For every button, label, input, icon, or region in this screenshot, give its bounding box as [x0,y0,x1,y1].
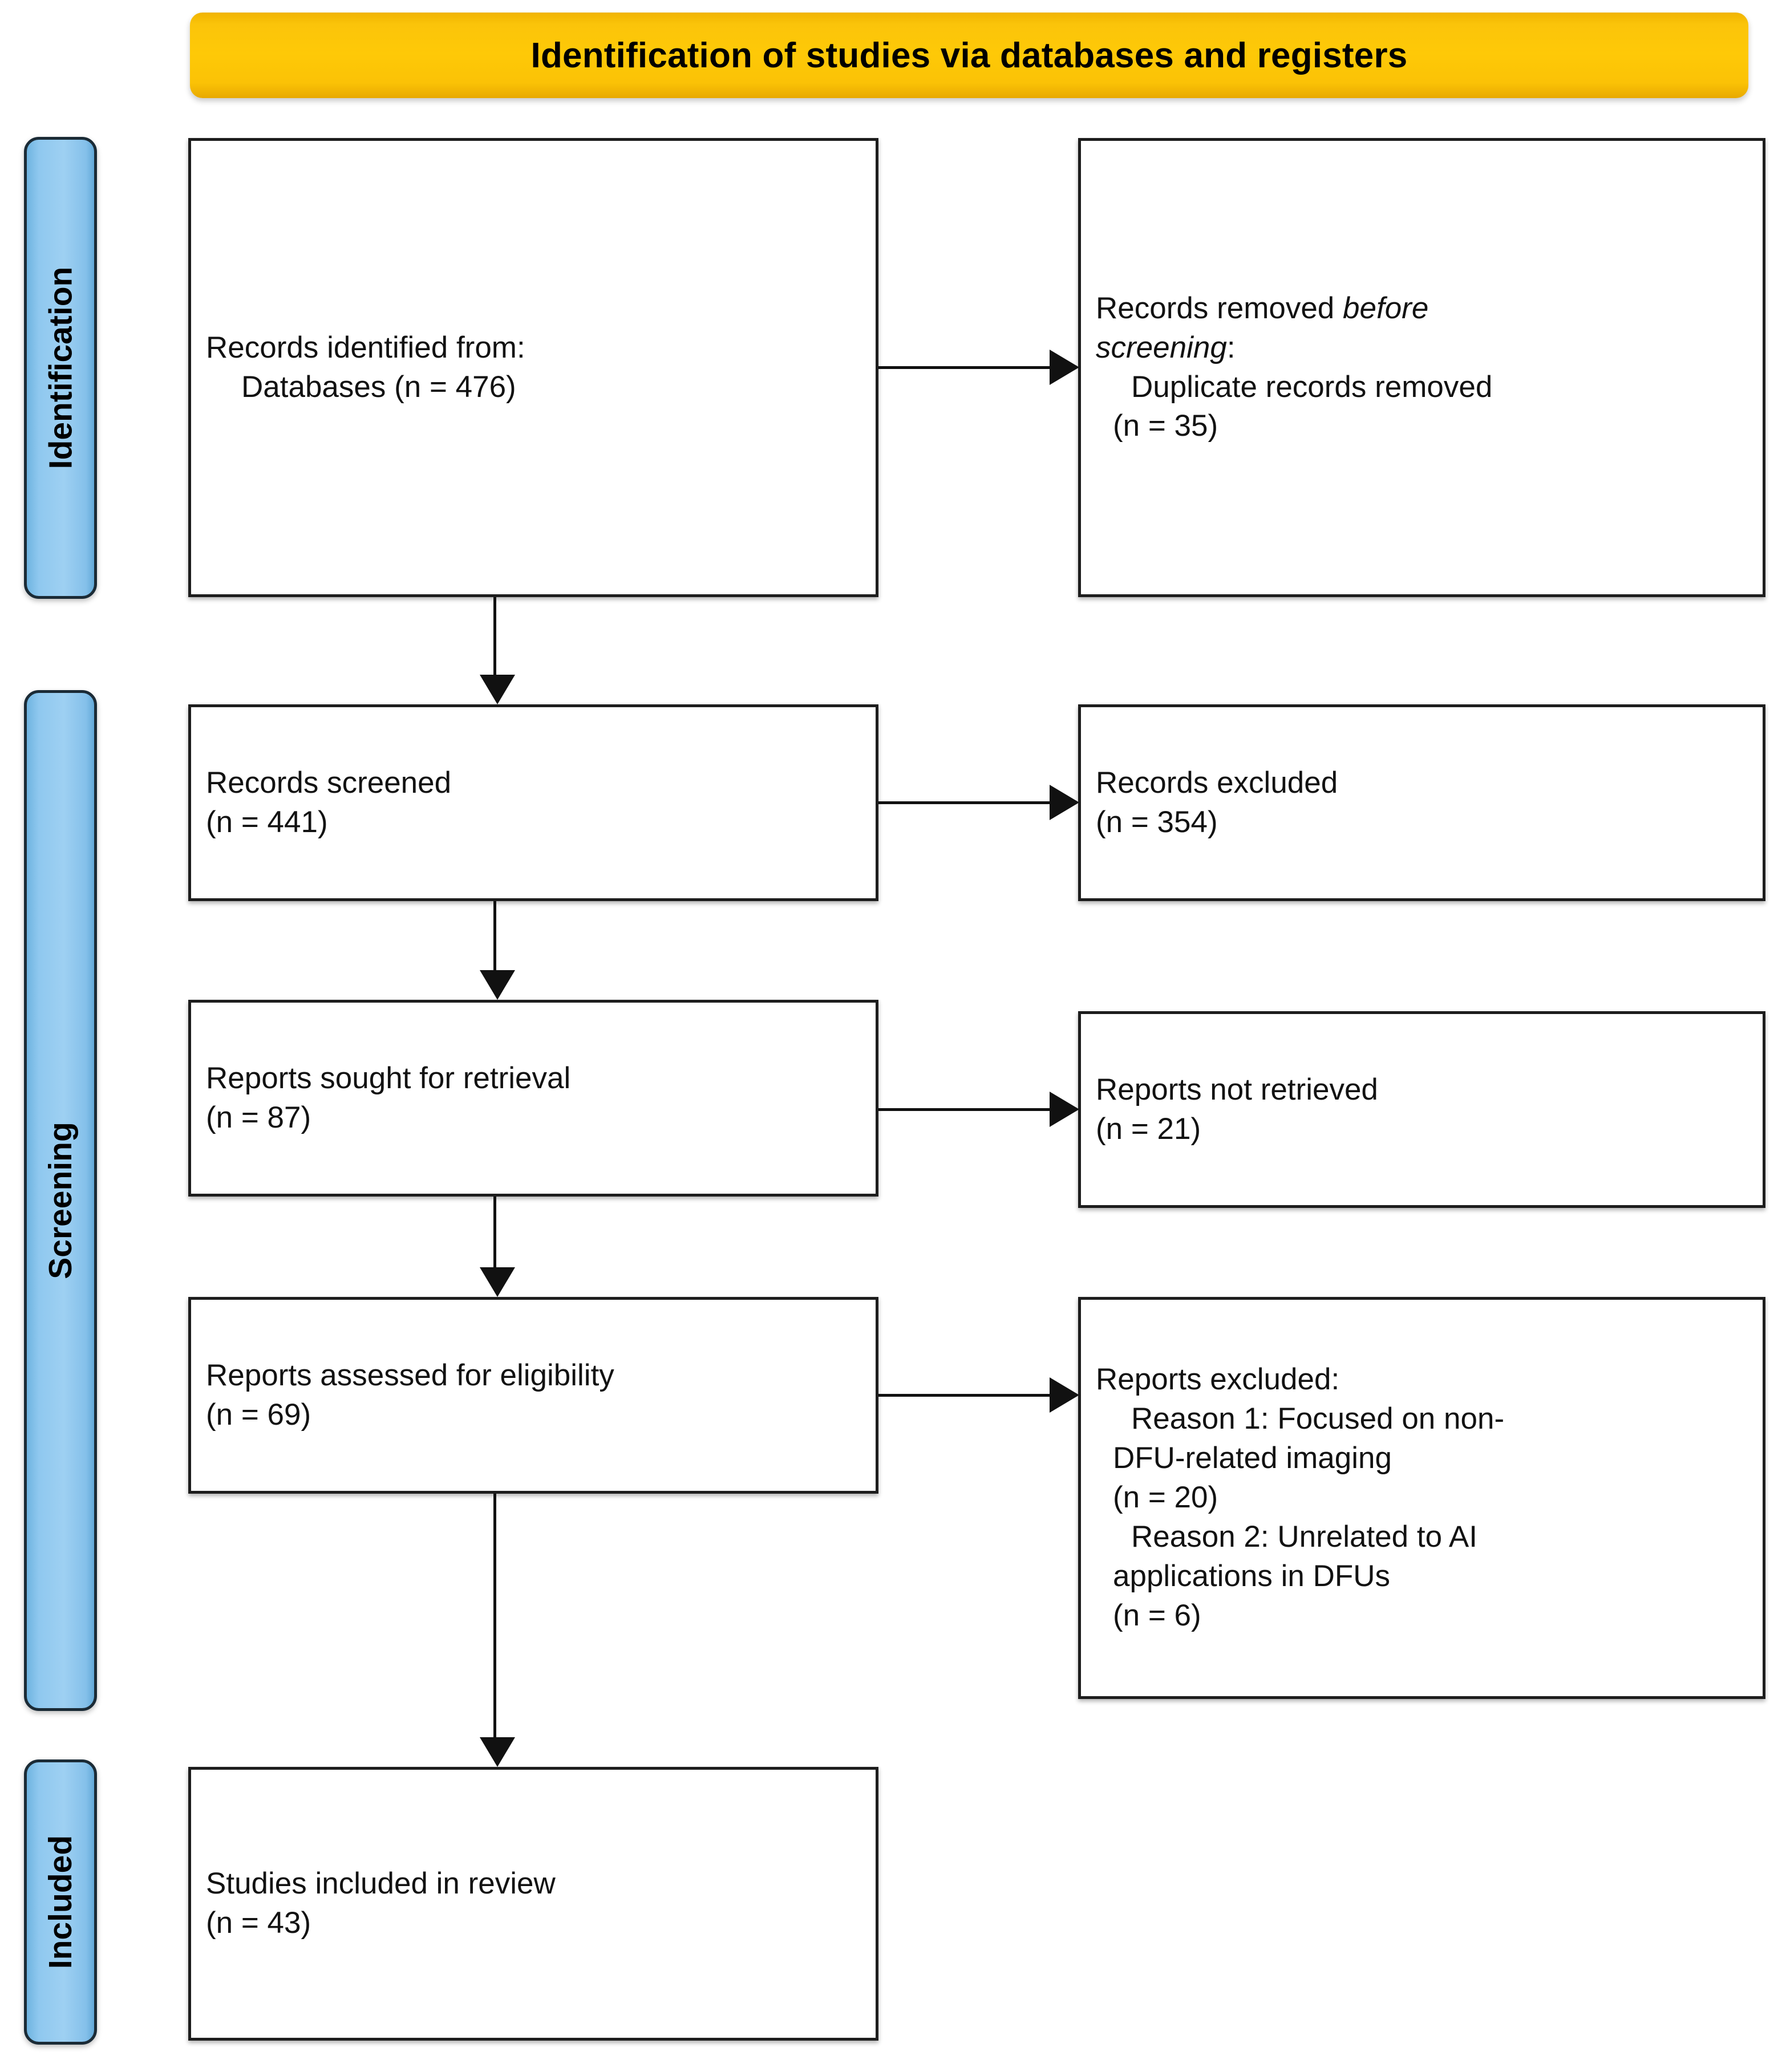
records-removed-line-1: Records removed before [1096,289,1748,329]
connector-screened-to-sought-arrowhead [480,970,515,1000]
connector-sought-to-notretrieved-arrowhead [1050,1092,1079,1127]
connector-screened-to-excluded-arrowhead [1050,785,1079,820]
box-reports-sought: Reports sought for retrieval (n = 87) [188,1000,878,1197]
reports-excluded-line-1: Reports excluded: [1096,1363,1340,1397]
records-excluded-line-1: Records excluded [1096,765,1338,800]
records-removed-line-2: screening: [1096,329,1748,368]
box-records-excluded-body: Records excluded (n = 354) [1081,764,1763,842]
box-records-removed-body: Records removed before screening: Duplic… [1081,289,1763,447]
box-records-identified: Records identified from: Databases (n = … [188,138,878,597]
box-records-screened: Records screened (n = 441) [188,704,878,901]
studies-included-line-2: (n = 43) [206,1906,311,1940]
connector-identified-to-removed-line [878,366,1050,369]
reports-sought-line-2: (n = 87) [206,1100,311,1134]
connector-identified-to-screened-arrowhead [480,675,515,704]
phase-label-included: Included [24,1759,97,2045]
records-identified-line-2: Databases (n = 476) [241,370,516,404]
records-screened-line-2: (n = 441) [206,805,328,839]
box-studies-included-body: Studies included in review (n = 43) [191,1864,876,1943]
reports-excluded-reason-2-cont: applications in DFUs [1113,1559,1391,1593]
connector-assessed-to-included-arrowhead [480,1737,515,1767]
box-records-removed: Records removed before screening: Duplic… [1078,138,1765,597]
connector-assessed-to-excluded-arrowhead [1050,1377,1079,1413]
records-removed-line-2-post: : [1226,330,1236,364]
box-reports-sought-body: Reports sought for retrieval (n = 87) [191,1059,876,1138]
phase-label-identification-text: Identification [42,266,79,469]
banner-title: Identification of studies via databases … [530,35,1408,75]
connector-assessed-to-excluded-line [878,1394,1050,1397]
box-studies-included: Studies included in review (n = 43) [188,1767,878,2041]
reports-assessed-line-1: Reports assessed for eligibility [206,1358,614,1392]
records-identified-line-1: Records identified from: [206,330,525,364]
box-reports-not-retrieved: Reports not retrieved (n = 21) [1078,1011,1765,1208]
box-reports-not-retrieved-body: Reports not retrieved (n = 21) [1081,1071,1763,1149]
reports-sought-line-1: Reports sought for retrieval [206,1061,571,1095]
records-removed-line-4: (n = 35) [1113,409,1218,443]
reports-excluded-reason-1: Reason 1: Focused on non- [1131,1402,1505,1436]
phase-label-included-text: Included [42,1835,79,1969]
box-records-excluded: Records excluded (n = 354) [1078,704,1765,901]
records-removed-line-1-pre: Records removed [1096,291,1343,325]
reports-not-retrieved-line-1: Reports not retrieved [1096,1072,1378,1106]
box-records-screened-body: Records screened (n = 441) [191,764,876,842]
reports-excluded-reason-2-count: (n = 6) [1113,1598,1201,1632]
connector-screened-to-excluded-line [878,801,1050,804]
connector-sought-to-notretrieved-line [878,1108,1050,1111]
banner-identification-header: Identification of studies via databases … [190,13,1748,98]
reports-excluded-reason-2: Reason 2: Unrelated to AI [1131,1519,1477,1554]
phase-label-screening: Screening [24,690,97,1711]
records-removed-line-3: Duplicate records removed [1131,370,1493,404]
reports-not-retrieved-line-2: (n = 21) [1096,1112,1201,1146]
phase-label-screening-text: Screening [42,1122,79,1279]
studies-included-line-1: Studies included in review [206,1867,556,1901]
connector-screened-to-sought-line [493,901,496,970]
reports-assessed-line-2: (n = 69) [206,1397,311,1432]
connector-assessed-to-included-line [493,1494,496,1737]
connector-identified-to-removed-arrowhead [1050,350,1079,385]
box-reports-excluded-body: Reports excluded: Reason 1: Focused on n… [1081,1360,1763,1635]
box-reports-assessed-body: Reports assessed for eligibility (n = 69… [191,1356,876,1435]
phase-label-identification: Identification [24,137,97,599]
reports-excluded-reason-1-cont: DFU-related imaging [1113,1441,1392,1475]
connector-identified-to-screened-line [493,597,496,675]
records-excluded-line-2: (n = 354) [1096,805,1218,839]
reports-excluded-reason-1-count: (n = 20) [1113,1481,1218,1515]
box-records-identified-body: Records identified from: Databases (n = … [191,329,876,407]
records-screened-line-1: Records screened [206,765,452,800]
connector-sought-to-assessed-line [493,1197,496,1267]
box-reports-assessed: Reports assessed for eligibility (n = 69… [188,1297,878,1494]
box-reports-excluded: Reports excluded: Reason 1: Focused on n… [1078,1297,1765,1699]
records-removed-line-2-italic: screening [1096,330,1227,364]
connector-sought-to-assessed-arrowhead [480,1267,515,1297]
records-removed-line-1-italic: before [1343,291,1429,325]
